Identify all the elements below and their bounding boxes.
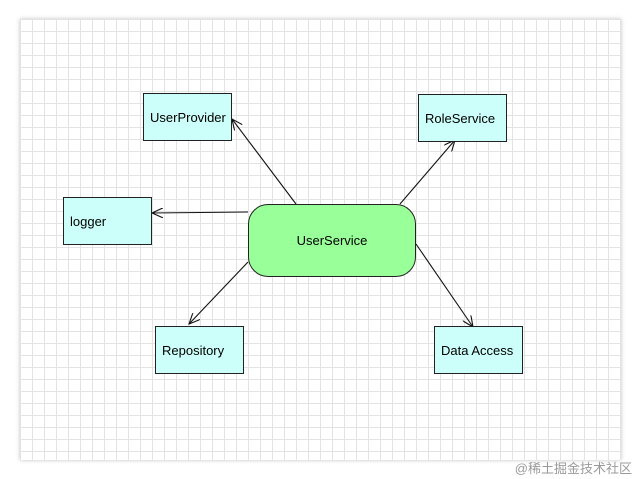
node-label: UserProvider <box>150 109 226 125</box>
node-label: Data Access <box>441 342 514 358</box>
node-user-provider[interactable]: UserProvider <box>143 93 232 141</box>
node-label: Repository <box>162 342 225 358</box>
node-user-service[interactable]: UserService <box>248 204 416 277</box>
node-label: RoleService <box>425 110 496 126</box>
node-logger[interactable]: logger <box>63 197 152 245</box>
node-label: logger <box>70 213 107 229</box>
node-data-access[interactable]: Data Access <box>434 326 523 374</box>
node-repository[interactable]: Repository <box>155 326 244 374</box>
node-label: UserService <box>296 233 368 248</box>
watermark: @稀土掘金技术社区 <box>514 461 632 476</box>
node-role-service[interactable]: RoleService <box>418 94 507 142</box>
